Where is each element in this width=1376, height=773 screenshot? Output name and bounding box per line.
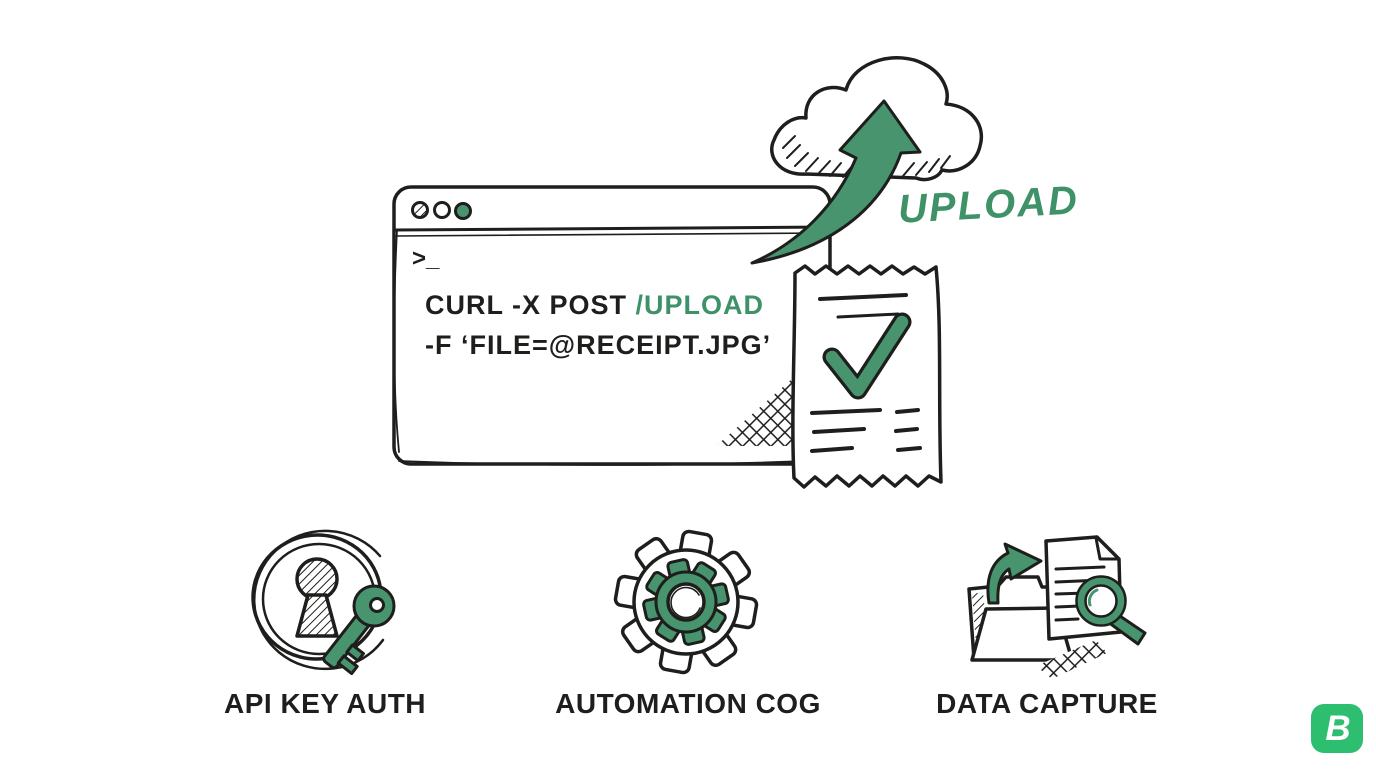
feature-api-key-auth: API KEY AUTH xyxy=(224,529,426,719)
command-method-text: CURL -X POST xyxy=(425,290,636,320)
feature-label-data-capture: DATA CAPTURE xyxy=(936,688,1158,719)
feature-data-capture: DATA CAPTURE xyxy=(936,535,1158,719)
terminal-command-line-1: CURL -X POST /UPLOAD xyxy=(425,290,764,320)
upload-arrow-icon xyxy=(750,99,922,265)
key-icon xyxy=(322,584,396,676)
receipt-lines xyxy=(810,293,922,453)
upload-label: UPLOAD xyxy=(897,178,1080,231)
receipt-icon xyxy=(791,264,943,489)
magnifier-icon xyxy=(1075,575,1147,646)
window-controls xyxy=(411,201,472,220)
window-control-hatched-icon xyxy=(411,201,429,219)
window-crosshatch-decor xyxy=(716,378,793,446)
command-endpoint-text: /UPLOAD xyxy=(636,290,765,320)
feature-label-api-key-auth: API KEY AUTH xyxy=(224,688,426,719)
terminal-window: >_ CURL -X POST /UPLOAD -F ‘FILE=@RECEIP… xyxy=(392,185,832,466)
folder-crosshatch-decor xyxy=(1036,640,1107,679)
brand-logo-letter: B xyxy=(1325,709,1350,748)
check-icon xyxy=(822,312,912,400)
terminal-prompt: >_ xyxy=(412,245,440,272)
feature-automation-cog: AUTOMATION COG xyxy=(555,529,821,719)
terminal-command-line-2: -F ‘FILE=@RECEIPT.JPG’ xyxy=(425,330,771,360)
window-control-blank-icon xyxy=(433,201,451,219)
feature-label-automation-cog: AUTOMATION COG xyxy=(555,688,821,719)
cloud-hatching xyxy=(782,135,951,178)
brand-logo: B xyxy=(1311,704,1363,753)
window-control-green-icon xyxy=(454,202,472,220)
capture-arrow-icon xyxy=(986,542,1043,605)
gear-icon xyxy=(613,529,759,675)
